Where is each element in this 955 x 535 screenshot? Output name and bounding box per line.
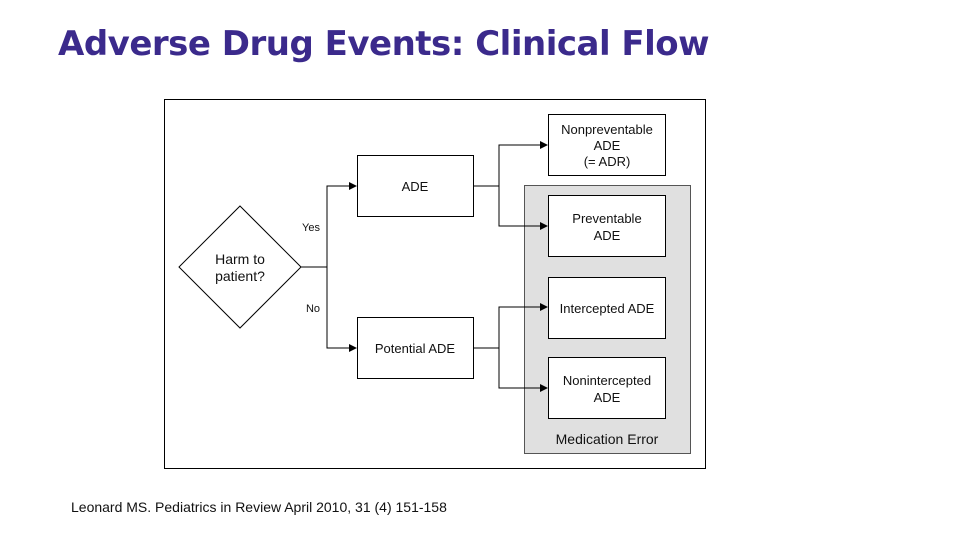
medication-error-label: Medication Error	[556, 431, 659, 447]
nonpreventable-label-line1: Nonpreventable	[561, 122, 653, 137]
potential-ade-label: Potential ADE	[375, 341, 456, 356]
yes-branch-connector	[301, 182, 357, 268]
decision-diamond	[178, 205, 302, 329]
ade-box	[357, 155, 474, 217]
nonpreventable-label-line2: ADE	[594, 138, 621, 153]
preventable-label-line1: Preventable	[572, 211, 641, 226]
citation: Leonard MS. Pediatrics in Review April 2…	[71, 499, 447, 515]
nonintercepted-label-line1: Nonintercepted	[563, 373, 651, 388]
no-branch-connector	[326, 267, 357, 352]
decision-label-line1: Harm to	[215, 251, 265, 267]
no-label: No	[306, 303, 320, 315]
nonpreventable-ade-box	[548, 114, 666, 176]
ade-to-nonpreventable-connector	[474, 141, 548, 187]
ade-to-preventable-connector	[498, 186, 548, 230]
nonpreventable-label-line3: (= ADR)	[584, 154, 631, 169]
potential-ade-box	[357, 317, 474, 379]
preventable-ade-box	[548, 195, 666, 257]
nonintercepted-ade-box	[548, 357, 666, 419]
yes-label: Yes	[302, 222, 320, 234]
potential-to-nonintercepted-connector	[498, 348, 548, 392]
ade-label: ADE	[402, 179, 429, 194]
intercepted-ade-box	[548, 277, 666, 339]
slide-title: Adverse Drug Events: Clinical Flow	[58, 24, 710, 64]
intercepted-label: Intercepted ADE	[560, 301, 655, 316]
nonintercepted-label-line2: ADE	[594, 390, 621, 405]
preventable-label-line2: ADE	[594, 228, 621, 243]
decision-label-line2: patient?	[215, 268, 265, 284]
potential-to-intercepted-connector	[474, 303, 548, 349]
